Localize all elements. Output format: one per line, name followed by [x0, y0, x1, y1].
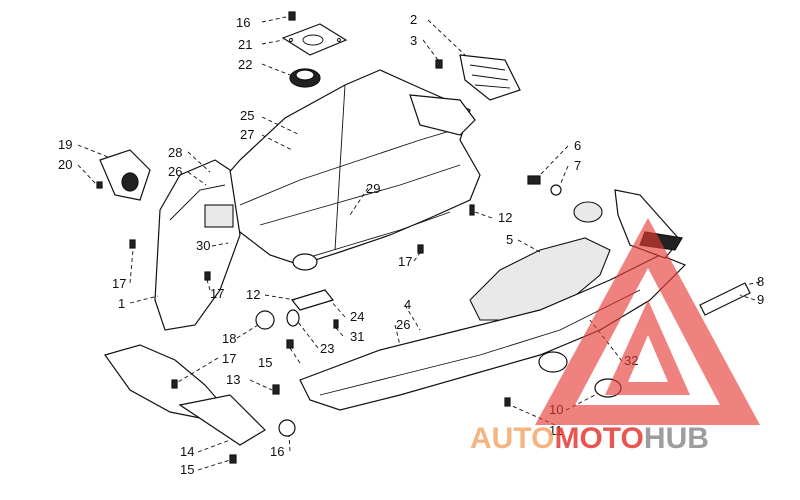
belly-pan-part — [204, 69, 481, 266]
callout-14: 14 — [180, 444, 194, 459]
watermark-text: AUTOMOTOHUB — [470, 422, 709, 455]
callout-21: 21 — [238, 37, 252, 52]
callout-6: 6 — [574, 138, 581, 153]
callout-3: 3 — [410, 33, 417, 48]
side-panel-part — [154, 159, 241, 331]
callout-26-lower: 26 — [396, 317, 410, 332]
callout-28: 28 — [168, 145, 182, 160]
callout-20: 20 — [58, 157, 72, 172]
callout-15-mid: 15 — [258, 355, 272, 370]
callout-22: 22 — [238, 57, 252, 72]
callout-16-bottom: 16 — [270, 444, 284, 459]
callout-17-mid: 17 — [210, 286, 224, 301]
callout-11: 11 — [549, 423, 563, 438]
watermark-part-moto: MOTO — [554, 422, 643, 455]
front-bumper-part — [104, 344, 266, 446]
callout-23: 23 — [320, 341, 334, 356]
side-rail-part — [299, 254, 687, 411]
callout-30: 30 — [196, 238, 210, 253]
watermark-part-hub: HUB — [644, 422, 709, 455]
callout-15-bottom: 15 — [180, 462, 194, 477]
callout-5: 5 — [506, 232, 513, 247]
callout-31: 31 — [350, 329, 364, 344]
callout-9: 9 — [757, 292, 764, 307]
watermark-logo: AUTOMOTOHUB — [470, 218, 760, 455]
callout-17-center: 17 — [398, 254, 412, 269]
callout-1: 1 — [118, 296, 125, 311]
callout-13: 13 — [226, 372, 240, 387]
callout-4: 4 — [404, 297, 411, 312]
callout-12-right: 12 — [498, 210, 512, 225]
watermark-part-auto: AUTO — [470, 422, 554, 455]
watermark-triangle-icon — [535, 218, 760, 425]
nose-cone-part — [99, 149, 151, 201]
callout-2: 2 — [410, 12, 417, 27]
bracket-2-part — [459, 54, 521, 101]
callout-17-lower: 17 — [222, 351, 236, 366]
cover-plate-part — [281, 23, 348, 56]
callout-25: 25 — [240, 108, 254, 123]
callout-19: 19 — [58, 137, 72, 152]
dash-panel-part — [409, 94, 476, 136]
callout-24: 24 — [350, 309, 364, 324]
callout-27: 27 — [240, 127, 254, 142]
screw-16-top-part — [288, 11, 296, 21]
callout-18: 18 — [222, 331, 236, 346]
grommet-part — [289, 68, 321, 88]
callout-29: 29 — [366, 181, 380, 196]
callout-7: 7 — [574, 158, 581, 173]
callout-17-left: 17 — [112, 276, 126, 291]
callout-12-center: 12 — [246, 287, 260, 302]
callout-16-top: 16 — [236, 15, 250, 30]
plate-8-part — [699, 282, 751, 316]
callout-26-upper: 26 — [168, 164, 182, 179]
callout-8: 8 — [757, 274, 764, 289]
